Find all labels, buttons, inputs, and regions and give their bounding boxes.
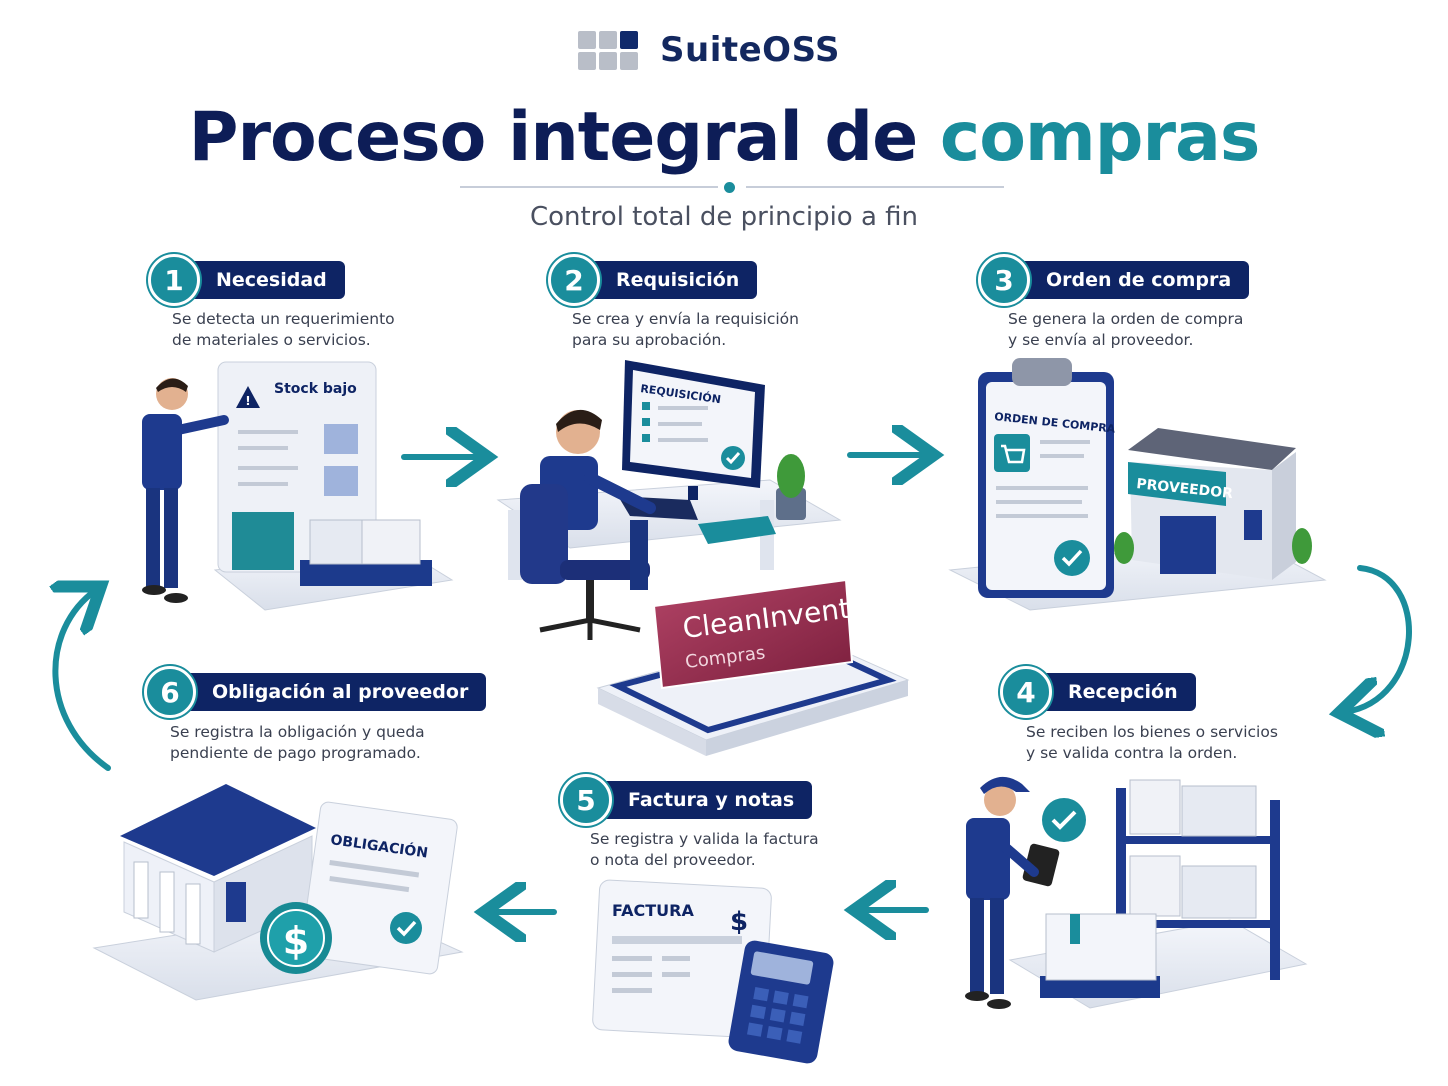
step-4-desc-line-2: y se valida contra la orden.: [1026, 744, 1238, 762]
step-5-title: Factura y notas: [602, 781, 813, 819]
step-2-illustration: REQUISICIÓN CleanInvent Compras: [496, 360, 910, 756]
brand-logo: SuiteOSS: [578, 30, 840, 70]
step-5-description: Se registra y valida la factura o nota d…: [590, 829, 819, 871]
divider-left: [460, 186, 718, 188]
step-3-desc-line-2: y se envía al proveedor.: [1008, 331, 1194, 349]
step-5-illustration: FACTURA $: [592, 879, 834, 1064]
title-accent: compras: [939, 98, 1260, 177]
step-3-number: 3: [978, 254, 1030, 306]
factura-dollar: $: [730, 907, 748, 937]
step-5-desc-line-2: o nota del proveedor.: [590, 851, 756, 869]
step-3-illustration: ORDEN DE COMPRA PROVEEDOR: [948, 358, 1327, 611]
step-5-number: 5: [560, 774, 612, 826]
grid-logo-icon: [578, 30, 638, 70]
step-3-description: Se genera la orden de compra y se envía …: [1008, 309, 1243, 351]
arrow-6-to-1: [55, 590, 111, 771]
step-2-number: 2: [548, 254, 600, 306]
step-6-description: Se registra la obligación y queda pendie…: [170, 722, 425, 764]
page-subtitle: Control total de principio a fin: [529, 202, 919, 232]
step-6-badge: 6 Obligación al proveedor: [144, 666, 487, 718]
divider-right: [746, 186, 1004, 188]
obligacion-dollar: $: [283, 919, 309, 963]
step-4-illustration: [965, 776, 1308, 1009]
step-6-desc-line-1: Se registra la obligación y queda: [170, 723, 425, 741]
brand-name: SuiteOSS: [660, 30, 841, 70]
step-2-title: Requisición: [590, 261, 758, 299]
step-5-desc-line-1: Se registra y valida la factura: [590, 830, 819, 848]
step-1-description: Se detecta un requerimiento de materiale…: [172, 309, 395, 351]
step-6-title: Obligación al proveedor: [186, 673, 487, 711]
step-2-description: Se crea y envía la requisición para su a…: [572, 309, 799, 351]
step-1-title: Necesidad: [190, 261, 345, 299]
arrow-3-to-4: [1345, 565, 1412, 712]
svg-text:!: !: [245, 394, 250, 408]
page-title: Proceso integral de compras: [0, 98, 1448, 177]
step-1-number: 1: [148, 254, 200, 306]
step-3-badge: 3 Orden de compra: [978, 254, 1250, 306]
divider-dot: [724, 182, 735, 193]
step-1-desc-line-1: Se detecta un requerimiento: [172, 310, 395, 328]
step-5-badge: 5 Factura y notas: [560, 774, 813, 826]
step-3-desc-line-1: Se genera la orden de compra: [1008, 310, 1244, 328]
step-6-illustration: OBLIGACIÓN $: [92, 784, 464, 1001]
step-4-desc-line-1: Se reciben los bienes o servicios: [1026, 723, 1278, 741]
step-2-desc-line-1: Se crea y envía la requisición: [572, 310, 799, 328]
step-3-title: Orden de compra: [1020, 261, 1250, 299]
step-1-desc-line-2: de materiales o servicios.: [172, 331, 371, 349]
step-4-title: Recepción: [1042, 673, 1196, 711]
stock-bajo-label: Stock bajo: [274, 381, 357, 397]
step-6-desc-line-2: pendiente de pago programado.: [170, 744, 421, 762]
step-2-badge: 2 Requisición: [548, 254, 758, 306]
step-4-description: Se reciben los bienes o servicios y se v…: [1026, 722, 1278, 764]
title-main: Proceso integral de: [188, 98, 940, 177]
step-4-badge: 4 Recepción: [1000, 666, 1196, 718]
factura-label: FACTURA: [612, 901, 694, 920]
step-1-badge: 1 Necesidad: [148, 254, 345, 306]
step-6-number: 6: [144, 666, 196, 718]
step-4-number: 4: [1000, 666, 1052, 718]
step-1-illustration: ! Stock bajo: [142, 361, 454, 611]
step-2-desc-line-2: para su aprobación.: [572, 331, 727, 349]
